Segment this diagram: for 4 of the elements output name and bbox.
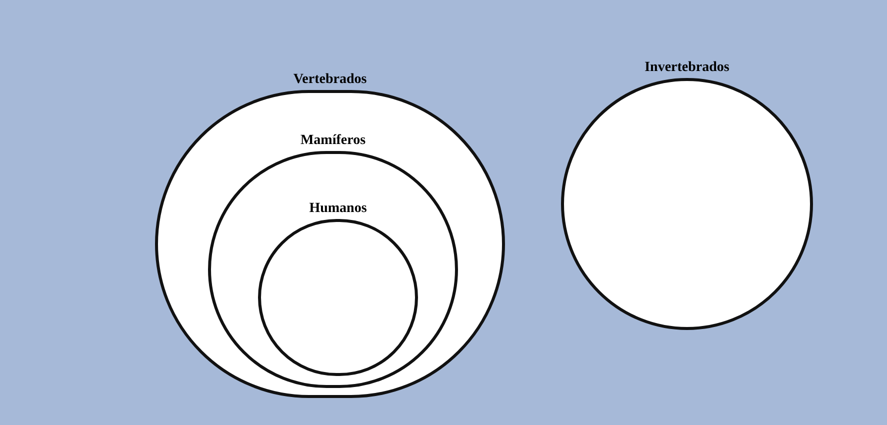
set-label: Mamíferos <box>300 132 366 150</box>
set-label: Vertebrados <box>293 71 367 89</box>
set-label: Invertebrados <box>644 59 730 77</box>
set-label: Humanos <box>309 200 367 218</box>
